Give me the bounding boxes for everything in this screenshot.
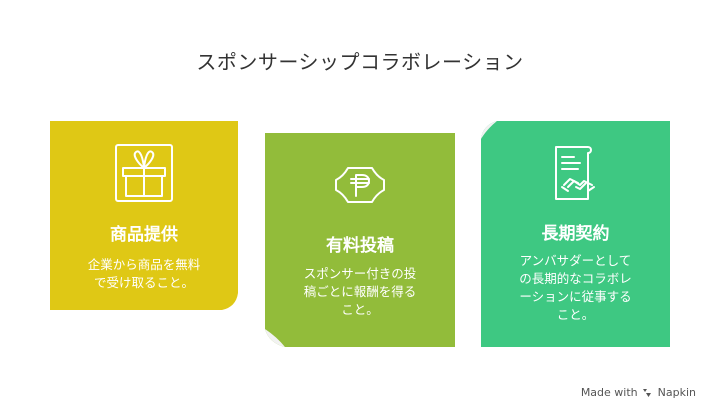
card-description-line: で受け取ること。 [93, 275, 194, 290]
folded-corner [481, 121, 497, 139]
card-long-term-contract: 長期契約 アンバサダーとして の長期的なコラボレ ーションに従事する こと。 [481, 121, 670, 347]
napkin-logo-icon [642, 388, 651, 397]
card-description-line: スポンサー付きの投 [303, 266, 417, 281]
card-description-line: 企業から商品を無料 [87, 257, 201, 272]
card-product-offer: 商品提供 企業から商品を無料 で受け取ること。 [50, 121, 238, 310]
card-heading: 有料投稿 [326, 236, 394, 256]
card-description: スポンサー付きの投 稿ごとに報酬を得る こと。 [279, 265, 441, 319]
card-background [481, 121, 670, 347]
page-title: スポンサーシップコラボレーション [196, 50, 524, 74]
card-description-line: の長期的なコラボレ [519, 271, 632, 286]
card-description-line: アンバサダーとして [519, 253, 632, 268]
card-description: 企業から商品を無料 で受け取ること。 [64, 256, 224, 292]
footer-brand: Napkin [657, 386, 696, 399]
card-description-line: ーションに従事する [519, 289, 632, 304]
gift-icon [115, 144, 173, 202]
card-description-line: こと。 [341, 302, 379, 317]
card-description: アンバサダーとして の長期的なコラボレ ーションに従事する こと。 [495, 252, 656, 324]
made-with-napkin-badge[interactable]: Made with Napkin [581, 386, 696, 399]
card-description-line: 稿ごとに報酬を得る [303, 284, 417, 299]
card-background [50, 121, 238, 310]
card-background [265, 133, 455, 347]
card-heading: 商品提供 [110, 225, 178, 245]
contract-handshake-icon [554, 146, 595, 200]
card-paid-post: 有料投稿 スポンサー付きの投 稿ごとに報酬を得る こと。 [265, 133, 455, 347]
card-description-line: こと。 [556, 307, 595, 322]
peso-coin-icon [335, 167, 385, 203]
folded-corner [265, 329, 285, 347]
card-heading: 長期契約 [541, 224, 610, 244]
footer-prefix: Made with [580, 386, 638, 399]
